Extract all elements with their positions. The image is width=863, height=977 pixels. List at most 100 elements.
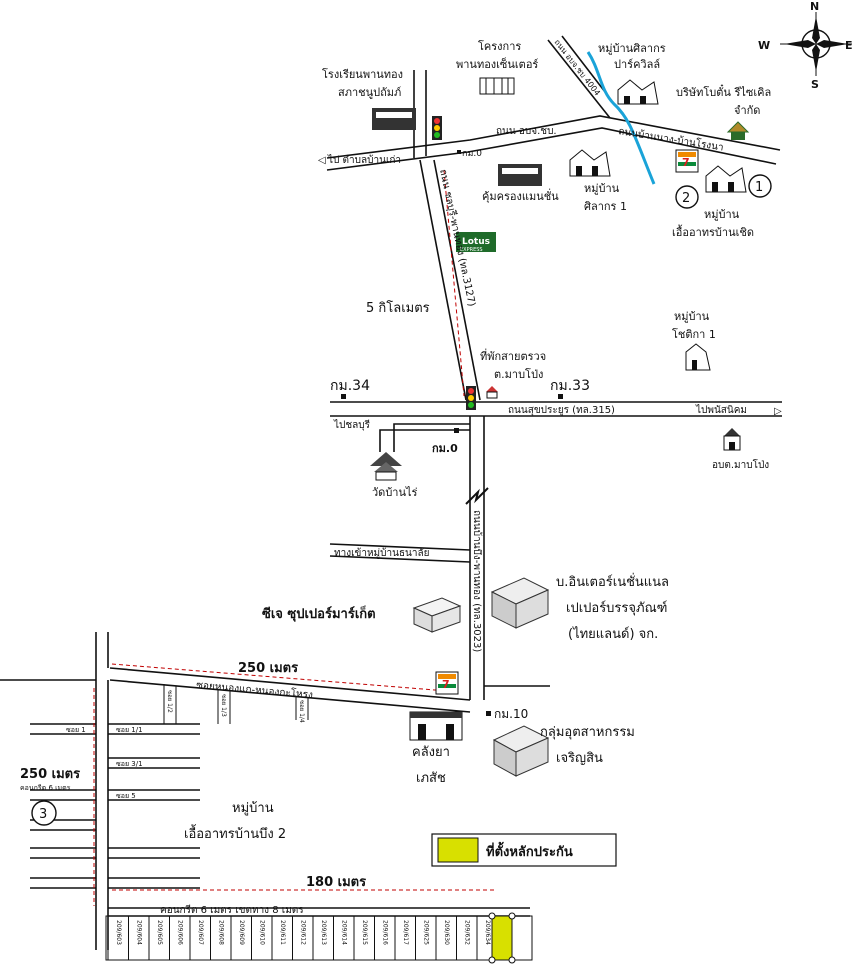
km10-marker-icon [486,711,491,716]
industrial-label-2: เจริญสิน [556,751,603,766]
plot-number-label: 209/617 [402,920,409,945]
recycle-label-2: จำกัด [734,104,760,117]
to-phanat-label: ไปพนัสนิคม [695,404,747,416]
dim-250-v-label: 250 เมตร [20,767,80,782]
seven-eleven-bottom-logo: 7 [435,671,459,695]
road-network [0,35,782,950]
paper-label-3: (ไทยแลนด์) จก. [568,626,658,642]
paper-label-2: เปเปอร์บรรจุภัณฑ์ [566,600,667,616]
silakorn1-label-2: ศิลากร 1 [584,200,627,213]
school-label-1: โรงเรียนพานทอง [322,67,403,81]
paper-label-1: บ.อินเตอร์เนชั่นแนล [556,573,669,590]
compass-e: E [845,39,853,52]
industrial-label-1: กลุ่มอุตสาหกรรม [540,725,635,740]
khum-label: คุ้มครองแมนชั่น [482,188,559,203]
legend-swatch [437,837,479,863]
police-label-1: ที่พักสายตรวจ [480,348,546,363]
house-silakorn-park-icon [617,79,659,105]
soi-3-1-label: ซอย 3/1 [116,760,143,768]
silakorn-park-label-2: ปาร์ควิลล์ [614,58,660,71]
house-silakorn1-icon [569,149,611,177]
obt-label: อบต.มาบโป่ง [712,458,769,471]
school-label-2: สภาชนูปถัมภ์ [338,86,401,99]
plot-number-label: 209/611 [279,920,286,945]
marker-2-label: 2 [682,191,690,206]
plot-number-label: 209/603 [115,920,122,945]
concrete-bottom-label: คอนกรีต 6 เมตร เขตทาง 8 เมตร [160,904,304,916]
to-thanalai-label: ทางเข้าหมู่บ้านธนาลัย [334,547,429,559]
chotika-label-2: โชติกา 1 [672,327,716,341]
soi-1-3-label: ซอย 1/3 [220,694,227,717]
plot-strip [105,915,533,961]
km33-marker-icon [558,394,563,399]
to-phanat-arrow: ▷ [774,406,782,417]
lotus-sub: EXPRESS [460,247,483,253]
warehouse-label-2: เภสัช [416,771,446,786]
project-label-2: พานทองเซ็นเตอร์ [456,57,538,71]
house-ua-choet-icon [705,165,747,193]
factory-paper-icon [490,577,550,629]
khum-mansion-icon [498,164,542,186]
project-label-1: โครงการ [478,39,521,53]
temple-label: วัดบ้านไร่ [372,486,418,499]
warehouse-label-1: คลังยา [412,745,450,760]
plot-number-label: 209/605 [156,920,163,945]
ua-bueng2-label-1: หมู่บ้าน [232,801,274,816]
plot-number-label: 209/625 [423,920,430,945]
marker-3-label: 3 [39,807,47,822]
road-break-icon [465,487,489,505]
to-tambon-arrow: ◁ [318,155,326,166]
plot-number-label: 209/634 [484,920,491,945]
plot-number-label: 209/614 [341,920,348,945]
plot-number-label: 209/615 [361,920,368,945]
seven-eleven-top-text: 7 [682,156,690,169]
police-label-2: ต.มาบโป่ง [494,367,543,381]
silakorn-park-label-1: หมู่บ้านศิลากร [598,42,666,55]
obt-building-icon [723,428,741,451]
plot-number-label: 209/606 [177,920,184,945]
plot-number-label: 209/632 [464,920,471,945]
warehouse-icon [409,711,463,741]
silakorn1-label-1: หมู่บ้าน [584,182,620,195]
plot-number-label: 209/612 [300,920,307,945]
soi-5-label: ซอย 5 [116,792,136,800]
marker-1-label: 1 [755,180,763,195]
school-building-icon [372,108,416,130]
ua-choet-label-2: เอื้ออาทรบ้านเชิด [672,224,754,239]
road-obj-label: ถนน อบจ.ชบ. [496,126,557,137]
five-km-label: 5 กิโลเมตร [366,300,430,316]
project-building-icon [479,77,515,95]
compass-s: S [811,78,819,91]
marker-1: 1 [748,174,772,198]
road-315-label: ถนนสุขประยูร (ทล.315) [508,405,615,416]
marker-3: 3 [31,800,57,826]
km0-top-label: กม.0 [462,149,482,159]
plot-number-label: 209/616 [382,920,389,945]
to-chon-label: ไปชลบุรี [333,419,371,431]
collateral-plot [491,915,513,961]
km0-mid-marker-icon [454,428,459,433]
road-bannang-label: ถนนบ้านนาง-บ้านโรงนา [618,124,725,153]
dim-250-h-label: 250 เมตร [238,661,298,676]
dimension-lines [93,169,494,906]
plot-number-label: 209/608 [218,920,225,945]
km10-label: กม.10 [494,707,528,721]
cj-building-icon [412,597,462,633]
traffic-light-top-icon [432,116,442,140]
cj-label: ซีเจ ซุปเปอร์มาร์เก็ต [262,604,376,622]
plot-number-label: 209/609 [238,920,245,945]
recycle-label-1: บริษัทโบตั๋น รีไซเคิล [676,83,771,99]
recycle-house-icon [726,121,750,140]
plot-number-label: 209/630 [443,920,450,945]
km34-label: กม.34 [330,378,370,394]
traffic-light-mid-icon [466,386,476,410]
soi-1-label: ซอย 1 [66,726,86,734]
soi-1-4-label: ซอย 1/4 [298,700,305,723]
compass-w: W [758,39,770,52]
km0-mid-label: กม.0 [432,442,458,455]
police-house-icon [486,386,498,399]
river [586,51,656,185]
road-3023-label: ถนนบ้านบึง-พานทอง (ทล.3023) [471,510,483,652]
lotus-logo: Lotus EXPRESS [456,232,496,253]
